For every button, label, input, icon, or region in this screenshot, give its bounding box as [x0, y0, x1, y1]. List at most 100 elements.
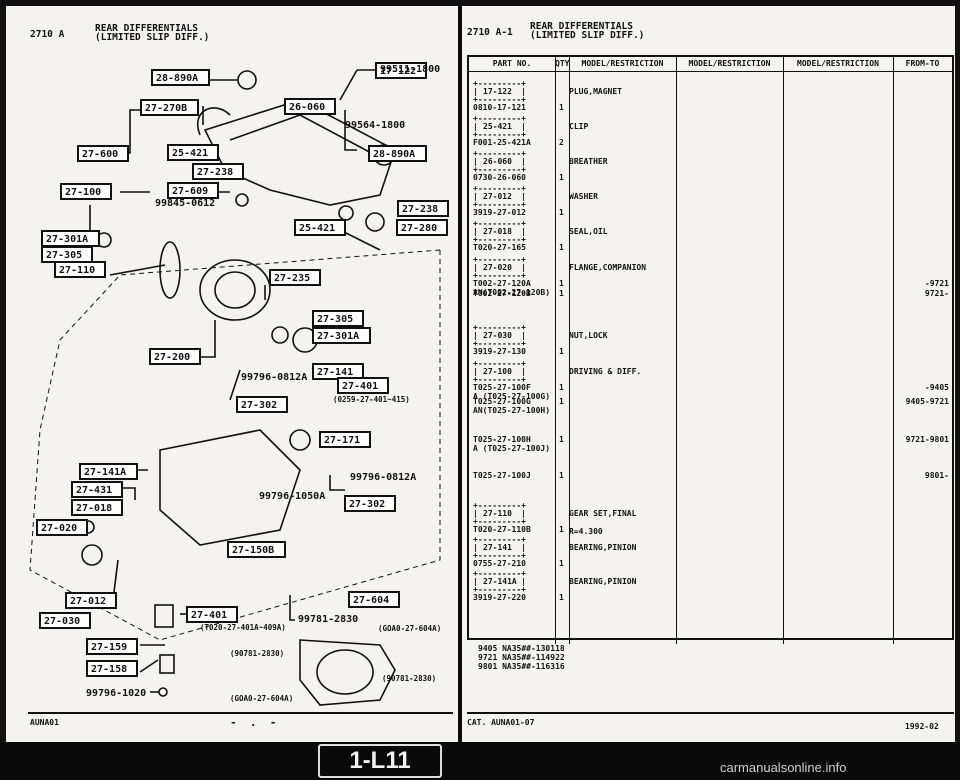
callout-frame	[344, 495, 396, 512]
callout-box: 27-270B	[140, 99, 199, 116]
quantity: 1	[559, 173, 564, 182]
part-number: 0810-17-121	[473, 103, 526, 112]
callout-frame	[319, 431, 371, 448]
callout-label: 26-060	[289, 102, 325, 113]
ref-border: +---------+	[473, 323, 526, 332]
ref-frame: | |	[473, 263, 526, 272]
ref-border: +---------+	[473, 219, 526, 228]
part-number-text: 99796-1050A	[259, 491, 325, 502]
right-footer-rule	[467, 712, 954, 714]
col-part-no: PART NO.	[492, 59, 532, 68]
callout-frame	[77, 145, 129, 162]
part-alternate: A (T025-27-100G)	[473, 392, 551, 401]
part-alternate: A (T025-27-100J)	[473, 444, 551, 453]
callout-label: 27-609	[172, 186, 208, 197]
callout-label: 27-301A	[317, 331, 359, 342]
ref-border: +---------+	[473, 114, 526, 123]
ref-code: 27-110	[483, 509, 512, 518]
ref-code: 17-122	[483, 87, 512, 96]
callout-box: 27-431	[71, 481, 123, 498]
callout-frame	[71, 481, 123, 498]
callout-box: 27-238	[192, 163, 244, 180]
callout-label: 25-421	[299, 223, 335, 234]
col-divider	[783, 57, 784, 644]
part-number-text: 99796-1020	[86, 688, 146, 699]
ref-frame: | |	[473, 509, 526, 518]
callout-box: 27-200	[149, 348, 201, 365]
callout-label: 27-012	[70, 596, 106, 607]
ref-frame: | |	[473, 367, 526, 376]
callout-label: 27-301A	[46, 234, 88, 245]
callout-box: 27-020	[36, 519, 88, 536]
callout-frame	[396, 219, 448, 236]
part-number: 3919-27-130	[473, 347, 526, 356]
part-number: T025-27-100G	[473, 397, 531, 406]
right-footer-date: 1992-02	[905, 722, 939, 731]
callout-label: 27-401	[342, 381, 378, 392]
callout-label: 27-238	[197, 167, 233, 178]
callout-label: 27-171	[324, 435, 360, 446]
ref-border: +---------+	[473, 149, 526, 158]
callout-label: 27-235	[274, 273, 310, 284]
ref-border: +---------+	[473, 165, 526, 174]
part-description: NUT,LOCK	[569, 331, 608, 340]
part-number: T025-27-100F	[473, 383, 531, 392]
callout-label: 27-604	[353, 595, 389, 606]
part-number-text: (0259-27-401~415)	[333, 395, 410, 404]
part-description: DRIVING & DIFF.	[569, 367, 642, 376]
ref-frame: | |	[473, 157, 526, 166]
part-description: SEAL,OIL	[569, 227, 608, 236]
callout-label: 27-302	[241, 400, 277, 411]
ref-code: 27-100	[483, 367, 512, 376]
callout-label: 17-122	[380, 66, 416, 77]
part-number: T002-27-120A	[473, 279, 531, 288]
callout-label: 27-110	[59, 265, 95, 276]
from-to-value: 9801-	[924, 471, 949, 480]
col-model-1: MODEL/RESTRICTION	[581, 59, 664, 68]
callout-label: 27-159	[91, 642, 127, 653]
col-divider	[893, 57, 894, 644]
callout-label: 28-890A	[373, 149, 415, 160]
callout-box: 27-159	[86, 638, 138, 655]
callout-frame	[54, 261, 106, 278]
part-number: T025-27-100J	[473, 471, 531, 480]
callout-label: 27-431	[76, 485, 112, 496]
callout-frame	[337, 377, 389, 394]
ref-border: +---------+	[473, 95, 526, 104]
ref-code: 27-012	[483, 192, 512, 201]
ref-border: +---------+	[473, 501, 526, 510]
footnote-2: 9721 NA35##-114922	[478, 653, 565, 662]
right-page-title: REAR DIFFERENTIALS	[530, 21, 633, 32]
page-badge: 1-L11	[318, 744, 442, 778]
from-to-value: 9405-9721	[905, 397, 949, 406]
left-footer-rule	[28, 712, 453, 714]
callout-label: 25-421	[172, 148, 208, 159]
col-divider	[676, 57, 677, 644]
quantity: 1	[559, 471, 564, 480]
callout-box: 27-141A	[79, 463, 138, 480]
callout-label: 27-158	[91, 664, 127, 675]
part-description: CLIP	[569, 122, 589, 131]
callout-box: 27-301A	[312, 327, 371, 344]
quantity: 1	[559, 397, 564, 406]
callout-box: 28-890A	[151, 69, 210, 86]
footnote-3: 9801 NA35##-116316	[478, 662, 565, 671]
callout-frame	[140, 99, 199, 116]
part-number-text: 99796-0812A	[350, 472, 416, 483]
ref-code: 27-020	[483, 263, 512, 272]
callout-frame	[71, 499, 123, 516]
ref-frame: | |	[473, 543, 526, 552]
ref-border: +---------+	[473, 517, 526, 526]
callout-box: 27-302	[344, 495, 396, 512]
part-number: 3919-27-220	[473, 593, 526, 602]
callout-frame	[60, 183, 112, 200]
col-divider	[569, 57, 570, 644]
callout-box: 26-060	[284, 98, 336, 115]
callout-box: 27-600	[77, 145, 129, 162]
callout-box: 27-100	[60, 183, 112, 200]
ref-border: +---------+	[473, 585, 526, 594]
callout-box: 27-012	[65, 592, 117, 609]
callout-box: 27-158	[86, 660, 138, 677]
from-to-value: 9721-9801	[905, 435, 949, 444]
ref-border: +---------+	[473, 339, 526, 348]
